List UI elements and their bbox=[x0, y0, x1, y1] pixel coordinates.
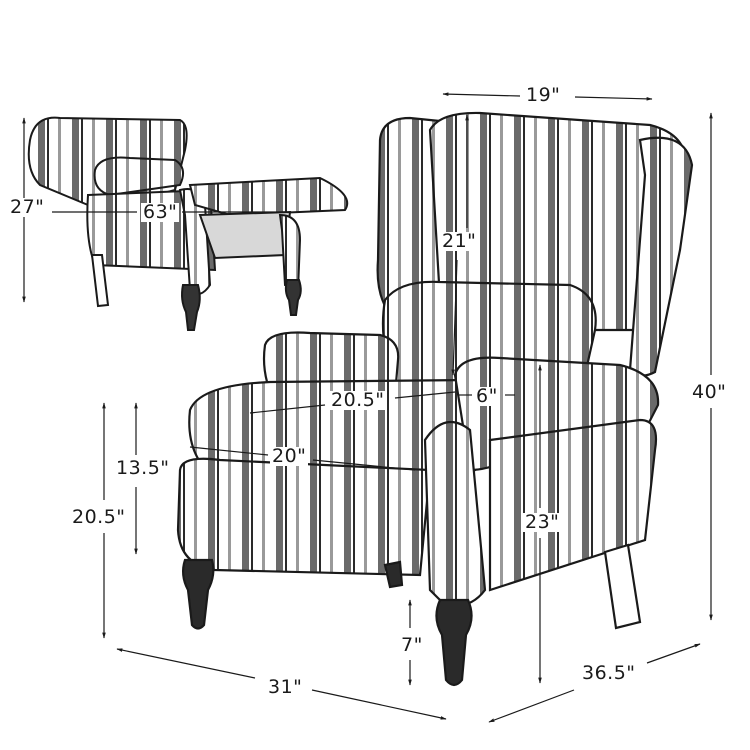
reclined-length-label: 63" bbox=[141, 201, 180, 223]
overall-height-label: 40" bbox=[690, 381, 729, 403]
overall-width-label: 31" bbox=[266, 676, 305, 698]
upright-dimension-lines bbox=[102, 92, 713, 723]
reclined-chair-illustration bbox=[27, 116, 349, 331]
arm-height-label: 13.5" bbox=[114, 457, 172, 479]
arm-width-label: 6" bbox=[474, 385, 500, 407]
arm-to-floor-label: 23" bbox=[523, 511, 562, 533]
leg-height-label: 7" bbox=[399, 634, 425, 656]
overall-depth-label: 36.5" bbox=[580, 662, 638, 684]
seat-width-label: 20" bbox=[270, 445, 309, 467]
reclined-height-label: 27" bbox=[8, 196, 47, 218]
seat-height-label: 20.5" bbox=[70, 506, 128, 528]
back-height-label: 21" bbox=[440, 230, 479, 252]
upright-chair-illustration bbox=[176, 111, 694, 687]
back-width-label: 19" bbox=[524, 84, 563, 106]
seat-depth-label: 20.5" bbox=[329, 389, 387, 411]
